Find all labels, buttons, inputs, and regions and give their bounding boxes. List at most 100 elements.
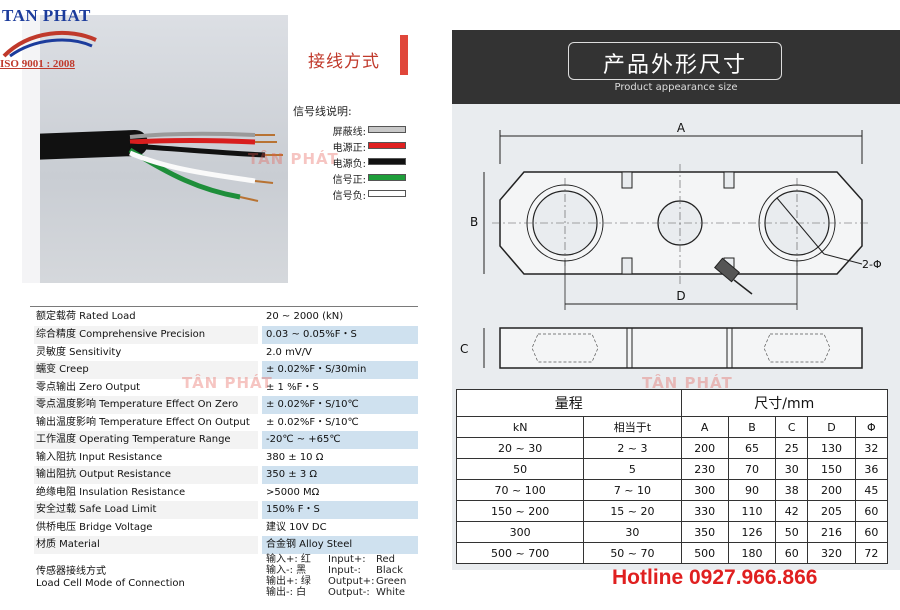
dimension-subtitle: Product appearance size [614, 82, 738, 93]
connection-en: Input-: [328, 565, 361, 576]
table-cell: 300 [680, 479, 729, 501]
table-cell: 500 ~ 700 [455, 542, 585, 564]
spec-name: 绝缘电阻 Insulation Resistance [36, 487, 186, 498]
table-cell: 150 ~ 200 [455, 500, 585, 522]
logo-swoosh-icon [2, 30, 97, 58]
brand-name: TAN PHAT [2, 6, 91, 25]
table-divider [30, 306, 418, 307]
connection-color: Red [376, 554, 395, 565]
column-header: D [807, 416, 856, 438]
table-cell: 36 [854, 458, 889, 480]
wiring-item-label: 信号正: [332, 175, 366, 186]
spec-name: 输入阻抗 Input Resistance [36, 452, 163, 463]
spec-value: 350 ± 3 Ω [262, 466, 418, 484]
table-subheader-row: kN 相当于t A B C D Φ [455, 416, 889, 438]
table-cell: 330 [680, 500, 729, 522]
hotline-text: Hotline 0927.966.866 [612, 566, 818, 589]
watermark: TÂN PHÁT [182, 374, 273, 392]
wire-swatch [368, 126, 406, 133]
dim-label-c: C [460, 342, 468, 356]
spec-value: -20℃ ~ +65℃ [262, 431, 418, 449]
wiring-item-label: 电源负: [332, 159, 366, 170]
table-cell: 350 [680, 521, 729, 543]
wiring-item-signal-negative: 信号负: [288, 187, 406, 202]
column-header: C [775, 416, 809, 438]
watermark: TÂN PHÁT [642, 374, 733, 392]
table-cell: 216 [807, 521, 856, 543]
spec-value: 150% F・S [262, 501, 418, 519]
connection-en: Output+: [328, 576, 375, 587]
iso-badge: ISO 9001 : 2008 [0, 58, 75, 70]
table-cell: 7 ~ 10 [583, 479, 682, 501]
spec-name: 零点温度影响 Temperature Effect On Zero [34, 396, 258, 414]
spec-name: 传感器接线方式 Load Cell Mode of Connection [34, 554, 258, 610]
spec-value: 建议 10V DC [266, 522, 327, 533]
connection-en: Output-: [328, 587, 370, 598]
table-cell: 130 [807, 437, 856, 459]
connection-en: Input+: [328, 554, 366, 565]
wiring-legend: 接线方式 信号线说明: 屏蔽线: 电源正: 电源负: 信号正: 信号负: [288, 15, 430, 283]
spec-value: ± 0.02%F・S/10℃ [266, 417, 359, 428]
table-cell: 500 [680, 542, 729, 564]
spec-name: 安全过载 Safe Load Limit [34, 501, 258, 519]
table-cell: 70 [727, 458, 777, 480]
column-header: 相当于t [583, 416, 682, 438]
table-cell: 30 [775, 458, 809, 480]
table-cell: 60 [775, 542, 809, 564]
table-cell: 65 [727, 437, 777, 459]
spec-row: 工作温度 Operating Temperature Range-20℃ ~ +… [34, 431, 418, 449]
wiring-item-signal-positive: 信号正: [288, 171, 406, 186]
spec-value: ± 1 %F・S [266, 382, 319, 393]
table-cell: 70 ~ 100 [455, 479, 585, 501]
table-cell: 30 [583, 521, 682, 543]
spec-row: 蠕变 Creep± 0.02%F・S/30min [34, 361, 418, 379]
table-cell: 5 [583, 458, 682, 480]
column-header: Φ [854, 416, 889, 438]
table-cell: 110 [727, 500, 777, 522]
spec-value: >5000 MΩ [266, 487, 320, 498]
spec-name: 零点输出 Zero Output [36, 382, 141, 393]
column-header: kN [455, 416, 585, 438]
cable-connector-icon [714, 257, 753, 295]
wiring-panel: 接线方式 信号线说明: 屏蔽线: 电源正: 电源负: 信号正: 信号负: TÂN… [22, 15, 430, 283]
brand-logo: TAN PHAT ISO 9001 : 2008 [0, 0, 110, 100]
wiring-item-shield: 屏蔽线: [288, 123, 406, 138]
table-cell: 50 ~ 70 [583, 542, 682, 564]
spec-name: 输出阻抗 Output Resistance [34, 466, 258, 484]
table-cell: 45 [854, 479, 889, 501]
table-cell: 200 [680, 437, 729, 459]
wiring-item-label: 信号负: [332, 191, 366, 202]
connection-cn: 输入+: 红 [266, 554, 311, 565]
spec-value: 0.03 ~ 0.05%F・S [262, 326, 418, 344]
connection-cn: 输出-: 白 [266, 587, 307, 598]
column-header: A [680, 416, 729, 438]
table-cell: 126 [727, 521, 777, 543]
spec-value: 20 ~ 2000 (kN) [266, 311, 344, 322]
range-header: 量程 [456, 389, 682, 417]
dim-label-d: D [676, 289, 685, 303]
table-cell: 90 [727, 479, 777, 501]
table-cell: 50 [775, 521, 809, 543]
accent-bar [400, 35, 408, 75]
spec-row: 输出温度影响 Temperature Effect On Output± 0.0… [34, 414, 414, 432]
table-cell: 320 [807, 542, 856, 564]
dimension-drawing: A B 2-Φ D [460, 121, 882, 369]
table-header-row: 量程 尺寸/mm [456, 389, 889, 417]
table-cell: 20 ~ 30 [455, 437, 585, 459]
dimension-header: 产品外形尺寸 Product appearance size [452, 30, 900, 104]
wire-swatch [368, 158, 406, 165]
table-cell: 180 [727, 542, 777, 564]
connection-color: White [376, 587, 406, 598]
wiring-legend-heading: 信号线说明: [293, 105, 352, 118]
table-cell: 230 [680, 458, 729, 480]
wiring-title: 接线方式 [308, 52, 380, 72]
